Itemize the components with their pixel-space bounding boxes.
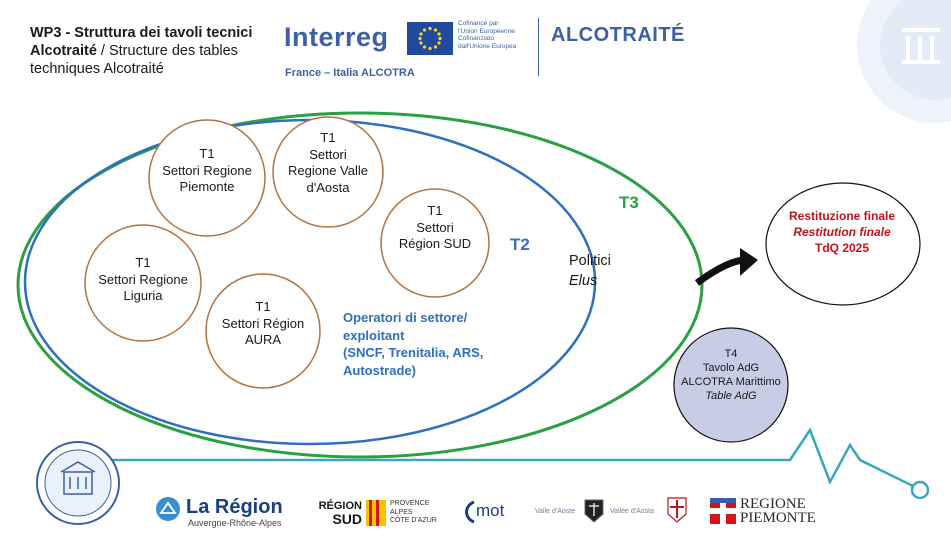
t3-label: T3 <box>619 193 639 212</box>
t4-line: ALCOTRA Marittimo <box>681 376 781 388</box>
t1-label-valle-aosta: T1 Settori Regione Valle d'Aosta <box>273 130 383 196</box>
provence-line: ALPES <box>390 508 413 516</box>
region-sud-line: SUD <box>332 511 362 527</box>
restitution-ellipse <box>765 182 921 306</box>
mot-logo: mot <box>476 501 505 520</box>
project-name: ALCOTRAITÉ <box>551 24 685 46</box>
t1-line: Settori Regione <box>98 271 188 287</box>
provence-line: CÔTE D'AZUR <box>390 517 437 524</box>
t1-line: Liguria <box>123 288 163 303</box>
t1-circle-region-sud <box>380 188 490 298</box>
t1-line: Regione Valle <box>288 163 368 178</box>
operators-line: Operatori di settore/ <box>343 310 468 325</box>
la-region-icon <box>156 497 180 521</box>
building-icon <box>902 28 940 64</box>
t4-line: Tavolo AdG <box>702 362 760 374</box>
t3-ellipse <box>16 111 704 459</box>
t1-label-liguria: T1 Settori Regione Liguria <box>88 255 198 305</box>
t1-line: d'Aosta <box>306 179 350 195</box>
corner-decor-circle-inner <box>880 0 951 100</box>
interreg-logo: Interreg <box>284 22 389 52</box>
restitution-line-it: Restituzione finale <box>788 209 895 223</box>
vda-text-right: Vallée d'Aosta <box>610 508 655 515</box>
elus-text: Elus <box>569 273 598 289</box>
liguria-coat-of-arms-icon <box>667 497 687 523</box>
eu-text-line: l'Union Européenne <box>458 27 515 35</box>
t1-line: Settori Regione <box>162 162 252 178</box>
eu-flag-icon <box>407 22 453 55</box>
arrow-head <box>740 248 758 276</box>
t1-line: Settori Région <box>221 315 305 331</box>
t1-line: T1 <box>255 299 271 314</box>
slide-title-rest: / Structure des tables techniques Alcotr… <box>30 43 238 77</box>
t1-line: Piemonte <box>179 179 235 194</box>
operators-line: (SNCF, Trenitalia, ARS, <box>343 345 484 360</box>
la-region-name: La Région <box>186 496 283 518</box>
vda-text-left: Valle d'Aoste <box>535 508 576 515</box>
piemonte-logo: REGIONE PIEMONTE <box>740 496 816 526</box>
t1-label-piemonte: T1 Settori Regione Piemonte <box>152 146 262 196</box>
t1-line: AURA <box>244 332 282 347</box>
t1-label-aura: T1 Settori Région AURA <box>208 299 318 349</box>
piemonte-flag-icon <box>710 498 736 524</box>
operators-line: exploitant <box>343 327 405 343</box>
t2-label: T2 <box>510 235 530 254</box>
programme-name: France – Italia ALCOTRA <box>285 67 415 79</box>
restitution-label: Restituzione finale Restitution finale T… <box>762 208 922 256</box>
t1-line: T1 <box>135 255 151 270</box>
t1-line: T1 <box>199 146 215 161</box>
eu-text-line: Cofinanziato <box>458 35 495 42</box>
restitution-line-fr: Restitution finale <box>793 225 891 239</box>
provence-text: PROVENCE ALPES CÔTE D'AZUR <box>390 500 437 526</box>
region-sud-line: RÉGION <box>318 500 362 512</box>
restitution-line-tdq: TdQ 2025 <box>814 241 870 255</box>
operators-line: Autostrade) <box>343 362 416 378</box>
politici-text: Politici <box>569 253 611 269</box>
t4-circle <box>673 327 789 443</box>
timeline-line <box>105 427 916 489</box>
operators-label: Operatori di settore/ exploitant (SNCF, … <box>343 309 543 379</box>
region-sud-flag-icon <box>366 500 386 526</box>
t1-label-region-sud: T1 Settori Région SUD <box>380 203 490 253</box>
t1-circle-liguria <box>84 224 202 342</box>
t4-line: T4 <box>724 348 738 360</box>
emblem-building-icon <box>60 461 96 495</box>
timeline-end-dot <box>910 480 930 500</box>
politici-label: Politici Elus <box>569 251 611 291</box>
slide-title-bold: WP3 - Struttura dei tavoli tecnici Alcot… <box>30 25 253 59</box>
t1-circle-aura <box>205 273 321 389</box>
t1-line: Settori <box>416 219 454 235</box>
header-divider <box>538 18 539 76</box>
eu-text-line: Cofinancé par <box>458 20 499 27</box>
t4-line: Table AdG <box>705 390 757 402</box>
mot-icon <box>465 500 475 524</box>
t1-line: Settori <box>309 146 347 162</box>
t1-circle-piemonte <box>148 119 266 237</box>
la-region-subtitle: Auvergne-Rhône-Alpes <box>188 518 282 528</box>
t1-line: T1 <box>427 203 443 218</box>
arrow-shaft <box>694 256 747 286</box>
piemonte-line: REGIONE <box>740 496 806 512</box>
slide-title: WP3 - Struttura dei tavoli tecnici Alcot… <box>30 24 265 78</box>
t1-circle-valle-aosta <box>272 116 384 228</box>
eu-text-line: dall'Unione Europea <box>458 42 517 50</box>
piemonte-line: PIEMONTE <box>740 510 816 526</box>
t4-label: T4 Tavolo AdG ALCOTRA Marittimo Table Ad… <box>676 347 786 403</box>
eu-cofunding-text: Cofinancé par l'Union Européenne Cofinan… <box>458 20 538 50</box>
t1-line: T1 <box>320 130 336 145</box>
region-sud-logo: RÉGION SUD <box>312 500 362 526</box>
vda-coat-of-arms-icon <box>584 499 604 523</box>
provence-line: PROVENCE <box>390 500 430 507</box>
t1-line: Région SUD <box>398 236 472 251</box>
